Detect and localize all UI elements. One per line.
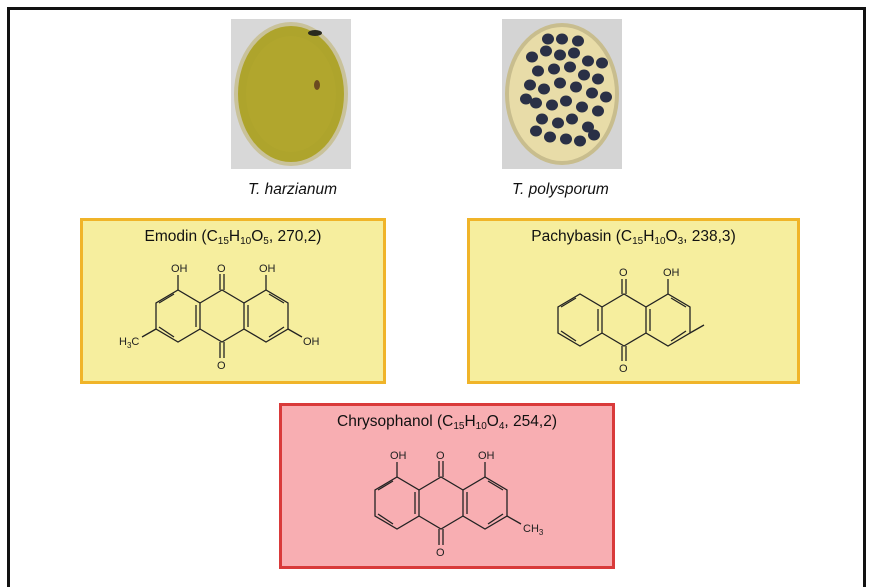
petri-dish-photo-harzianum: [231, 19, 351, 169]
label-o: O: [217, 360, 226, 372]
fungal-colony: [582, 121, 594, 133]
compound-box-chrysophanol: Chrysophanol (C15H10O4, 254,2) OH O OH C…: [279, 403, 615, 569]
fungal-colony: [556, 33, 568, 45]
petri-dish-photo-polysporum: [502, 19, 622, 169]
label-o: O: [436, 450, 445, 462]
label-oh: OH: [478, 450, 495, 462]
chrysophanol-structure: OH O OH CH3 O: [374, 450, 544, 559]
emodin-structure: OH O OH H3C O OH: [119, 263, 320, 372]
compound-title: Emodin (C15H10O5, 270,2): [144, 228, 322, 247]
fungal-colony: [564, 61, 576, 73]
compound-mass: 270,2: [277, 228, 317, 245]
compound-mass: 238,3: [691, 228, 731, 245]
label-oh: OH: [663, 267, 680, 279]
fungal-colony: [526, 51, 538, 63]
compound-mass: 254,2: [513, 413, 552, 430]
fungal-colony: [548, 63, 560, 75]
fungal-colony: [582, 55, 594, 67]
fungal-colony: [540, 45, 552, 57]
fungal-colony: [592, 105, 604, 117]
fungal-colony: [586, 87, 598, 99]
label-o: O: [436, 547, 445, 559]
fungal-colony: [572, 35, 584, 47]
fungal-colony: [530, 125, 542, 137]
fungal-colony: [536, 113, 548, 125]
label-o: O: [619, 363, 628, 375]
label-h3c: H3C: [119, 336, 139, 350]
caption-polysporum: T. polysporum: [512, 181, 609, 198]
fungal-colony: [566, 113, 578, 125]
compound-name: Emodin: [144, 228, 198, 245]
compound-title: Chrysophanol (C15H10O4, 254,2): [337, 413, 557, 432]
fungal-colony: [520, 93, 532, 105]
label-oh: OH: [171, 263, 188, 275]
fungal-colony: [588, 129, 600, 141]
fungal-colony: [560, 95, 572, 107]
label-o: O: [619, 267, 628, 279]
fungal-colony: [538, 83, 550, 95]
fungal-colony: [592, 73, 604, 85]
compound-box-emodin: Emodin (C15H10O5, 270,2) OH O OH H3C O O…: [80, 218, 386, 384]
compound-title: Pachybasin (C15H10O3, 238,3): [531, 228, 736, 247]
fungal-colony: [578, 69, 590, 81]
compound-name: Pachybasin: [531, 228, 612, 245]
compound-box-pachybasin: Pachybasin (C15H10O3, 238,3) O OH O: [467, 218, 800, 384]
fungal-colony: [530, 97, 542, 109]
fungal-colony: [554, 49, 566, 61]
label-oh: OH: [303, 336, 320, 348]
label-oh: OH: [390, 450, 407, 462]
label-ch3: CH3: [523, 523, 544, 537]
figure-frame: [7, 7, 866, 587]
fungal-colony: [554, 77, 566, 89]
fungal-colony: [532, 65, 544, 77]
fungal-colony: [596, 57, 608, 69]
fungal-colony: [542, 33, 554, 45]
pachybasin-structure: O OH O: [557, 267, 705, 375]
fungal-colony: [552, 117, 564, 129]
fungal-colony: [524, 79, 536, 91]
fungal-colony: [546, 99, 558, 111]
label-oh: OH: [259, 263, 276, 275]
compound-name: Chrysophanol: [337, 413, 433, 430]
fungal-colony: [570, 81, 582, 93]
fungal-colony: [544, 131, 556, 143]
fungal-colony: [568, 47, 580, 59]
fungal-colony: [574, 135, 586, 147]
fungal-colony: [600, 91, 612, 103]
caption-harzianum: T. harzianum: [248, 181, 338, 198]
label-o: O: [217, 263, 226, 275]
fungal-colony: [576, 101, 588, 113]
fungal-colony: [560, 133, 572, 145]
